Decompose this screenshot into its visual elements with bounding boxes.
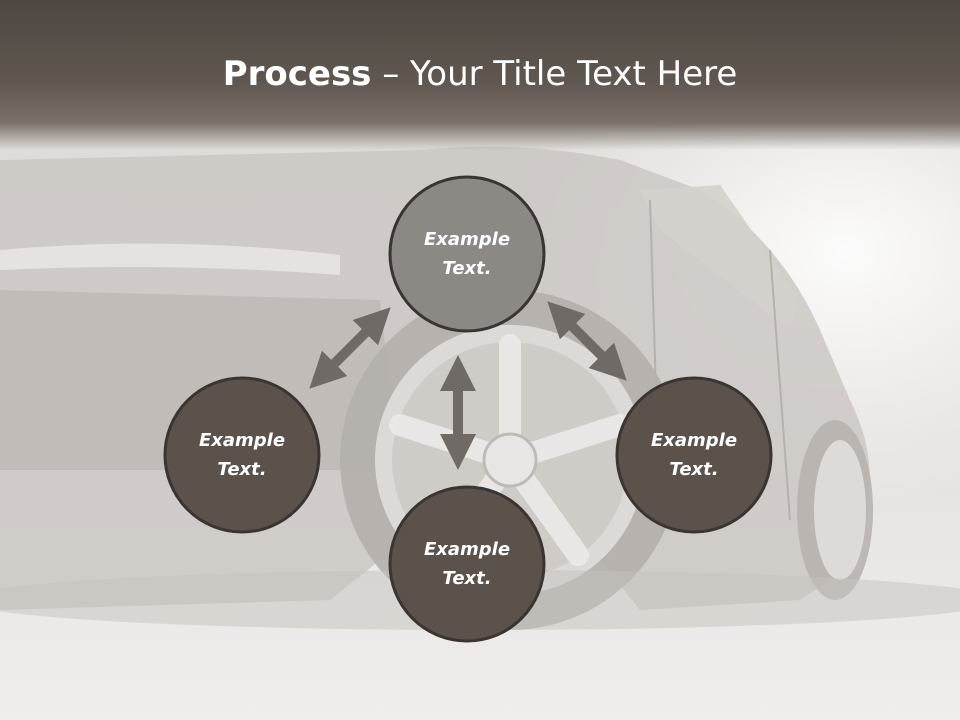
node-left-text: Example Text. (162, 426, 322, 484)
node-right-circle (615, 376, 773, 534)
node-left-line1: Example (198, 430, 286, 451)
node-top-line1: Example (423, 229, 511, 250)
arrow-top-left (309, 307, 391, 389)
node-top-line2: Text. (442, 258, 492, 279)
node-bottom-line1: Example (423, 539, 511, 560)
arrow-top-right (547, 301, 627, 381)
node-right-text: Example Text. (614, 426, 774, 484)
node-bottom-line2: Text. (442, 568, 492, 589)
node-top-circle (388, 175, 546, 333)
node-bottom-circle (388, 485, 546, 643)
node-right-line1: Example (650, 430, 738, 451)
title-rest: – Your Title Text Here (371, 54, 738, 94)
node-bottom-text: Example Text. (387, 535, 547, 593)
title-bold: Process (222, 54, 372, 94)
title-bar (0, 0, 960, 150)
slide-title: Process – Your Title Text Here (0, 52, 960, 96)
node-left-line2: Text. (217, 459, 267, 480)
node-left-circle (163, 376, 321, 534)
node-top-text: Example Text. (387, 225, 547, 283)
node-right-line2: Text. (669, 459, 719, 480)
